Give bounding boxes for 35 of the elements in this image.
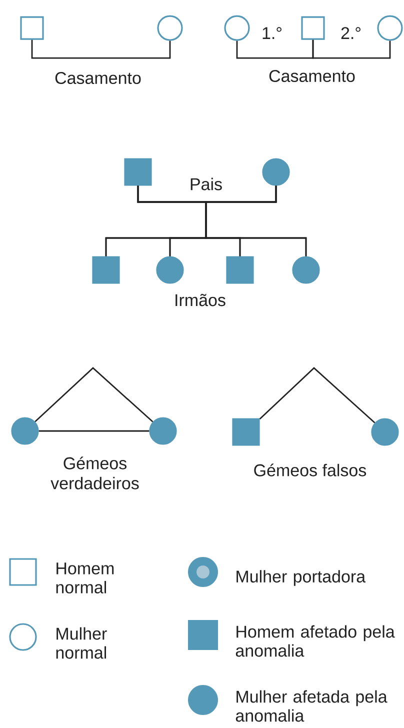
pedigree-circle <box>149 417 177 445</box>
caption-text: Gémeos verdadeiros <box>50 456 139 490</box>
pedigree-circle <box>156 256 184 284</box>
connector-line <box>31 40 171 59</box>
connector-line <box>38 430 150 432</box>
connector-line <box>34 367 154 422</box>
caption-text: Gémeos falsos <box>254 464 366 476</box>
caption-text: Irmãos <box>176 294 226 306</box>
pedigree-square <box>124 158 152 186</box>
caption-text: Pais <box>190 178 222 190</box>
pedigree-square <box>20 16 44 40</box>
pedigree-circle <box>224 15 250 41</box>
connector-line <box>259 367 376 424</box>
pedigree-square <box>301 16 325 40</box>
pedigree-square <box>232 418 260 446</box>
legend-text: Homem normal <box>56 562 114 594</box>
connector-line <box>205 186 307 256</box>
legend-text: Homem afetado pela anomalia <box>236 625 395 657</box>
legend-text: Mulher afetada pela anomalia <box>236 690 388 722</box>
legend-text: Mulher portadora <box>236 570 366 586</box>
pedigree-circle <box>292 256 320 284</box>
connector-line <box>312 40 391 59</box>
caption-text: Casamento <box>55 72 141 84</box>
connector-line <box>236 40 314 59</box>
pedigree-circle <box>11 417 39 445</box>
caption-text: 1.° <box>262 27 282 39</box>
caption-text: Casamento <box>269 70 355 82</box>
pedigree-circle <box>377 15 403 41</box>
pedigree-circle <box>157 15 183 41</box>
pedigree-square <box>92 256 120 284</box>
pedigree-circle <box>371 418 399 446</box>
pedigree-circle <box>262 158 290 186</box>
legend-text: Mulher normal <box>56 627 107 659</box>
caption-text: 2.° <box>341 27 360 39</box>
pedigree-square <box>226 256 254 284</box>
